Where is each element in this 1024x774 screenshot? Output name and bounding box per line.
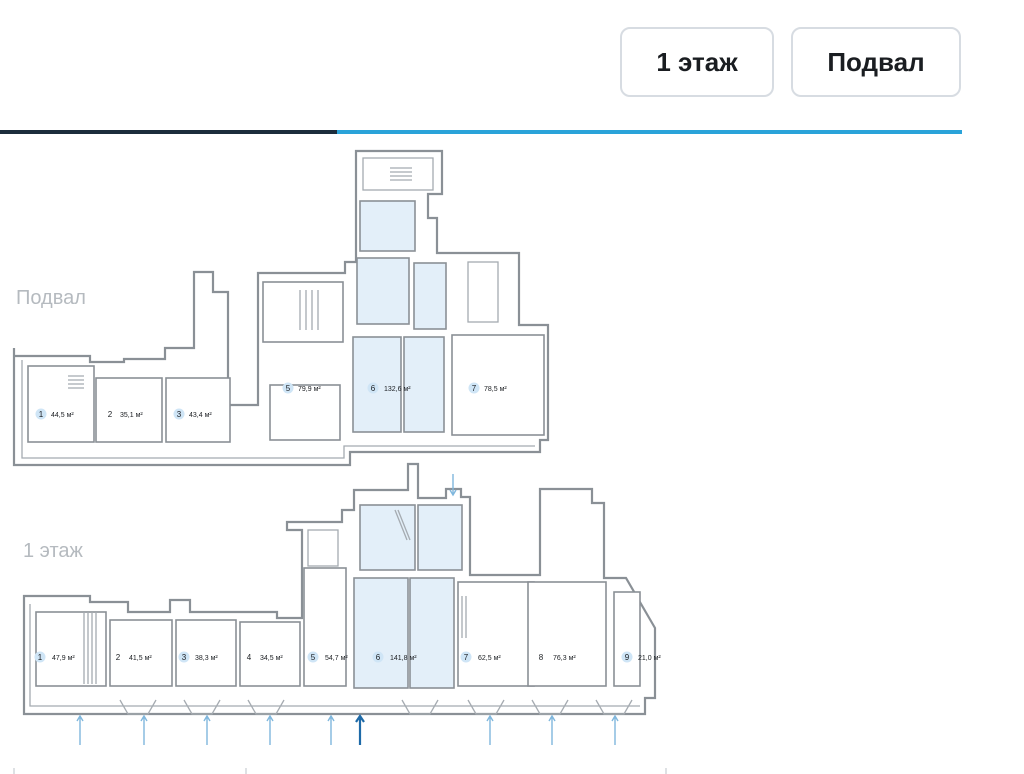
floor1-room-1-num: 1 — [38, 653, 43, 662]
basement-room-2-num: 2 — [108, 410, 113, 419]
basement-room-6-num: 6 — [371, 384, 376, 393]
basement-plan-label: Подвал — [16, 287, 86, 309]
basement-button[interactable]: Подвал — [791, 27, 961, 97]
floor-1-plan-label: 1 этаж — [23, 540, 83, 562]
basement-room-1-area: 44,5 м² — [51, 412, 74, 419]
floor-plan: 1 44,5 м² 2 35,1 м² 3 43,4 м² 5 79,9 м² … — [12, 149, 667, 774]
basement-room-6-area: 132,6 м² — [384, 386, 411, 393]
floor1-room-2-area: 41,5 м² — [129, 655, 152, 662]
progress-fill — [0, 130, 337, 134]
floor1-room-6-num: 6 — [376, 653, 381, 662]
basement-room-2-area: 35,1 м² — [120, 412, 143, 419]
basement-room-7-num: 7 — [472, 384, 477, 393]
floor1-room-2-num: 2 — [116, 653, 121, 662]
basement-room-5-area: 79,9 м² — [298, 386, 321, 393]
floor1-room-6-area: 141,8 м² — [390, 655, 417, 662]
floor1-room-4-num: 4 — [247, 653, 252, 662]
floor1-room-5-num: 5 — [311, 653, 316, 662]
floor1-room-8-num: 8 — [539, 653, 544, 662]
basement-room-1-num: 1 — [39, 410, 44, 419]
basement-room-7-area: 78,5 м² — [484, 386, 507, 393]
basement-room-5-num: 5 — [286, 384, 291, 393]
floor1-room-3-num: 3 — [182, 653, 187, 662]
floor1-room-7-area: 62,5 м² — [478, 655, 501, 662]
entrance-arrow-icons — [76, 474, 619, 745]
floor1-room-5-area: 54,7 м² — [325, 655, 348, 662]
floor-1-button[interactable]: 1 этаж — [620, 27, 774, 97]
basement-plan: 1 44,5 м² 2 35,1 м² 3 43,4 м² 5 79,9 м² … — [12, 149, 550, 467]
floor1-room-8-area: 76,3 м² — [553, 655, 576, 662]
progress-bar — [0, 130, 962, 134]
floor1-room-9-area: 21,0 м² — [638, 655, 661, 662]
floor-1-plan: 1 47,9 м² 2 41,5 м² 3 38,3 м² 4 34,5 м² … — [13, 462, 667, 774]
basement-room-3-num: 3 — [177, 410, 182, 419]
floor1-room-9-num: 9 — [625, 653, 630, 662]
floor1-room-1-area: 47,9 м² — [52, 655, 75, 662]
floor1-room-7-num: 7 — [464, 653, 469, 662]
basement-room-3-area: 43,4 м² — [189, 412, 212, 419]
floor1-room-4-area: 34,5 м² — [260, 655, 283, 662]
floor1-room-3-area: 38,3 м² — [195, 655, 218, 662]
